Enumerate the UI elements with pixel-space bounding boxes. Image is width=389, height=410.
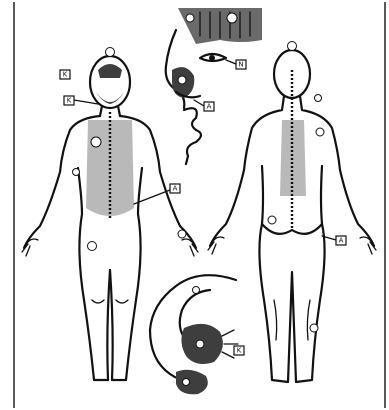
back-buttocks bbox=[262, 224, 322, 234]
back-hip-marker bbox=[268, 216, 276, 224]
front-hand-marker bbox=[178, 230, 186, 238]
nose-box-lower-label: A bbox=[207, 103, 212, 111]
back-calf-marker bbox=[310, 324, 318, 332]
inset-marker-1 bbox=[186, 14, 194, 22]
front-thigh-marker bbox=[88, 242, 97, 251]
back-crown-marker bbox=[288, 42, 297, 51]
nose-lower-leader bbox=[194, 100, 204, 106]
front-figure: K K A bbox=[22, 48, 198, 381]
front-left-hand bbox=[22, 239, 38, 256]
front-crown-marker bbox=[106, 48, 115, 57]
front-face-box-label: K bbox=[63, 71, 68, 79]
front-neck-leader bbox=[74, 100, 98, 104]
ear-box-label: K bbox=[237, 347, 242, 355]
front-knees bbox=[92, 300, 128, 303]
inset-turbinates bbox=[184, 108, 201, 164]
back-left-hand bbox=[208, 237, 224, 254]
back-neck-marker bbox=[315, 95, 322, 102]
back-buttock-box-label: A bbox=[339, 237, 344, 245]
front-right-hand bbox=[182, 239, 198, 256]
nose-leader bbox=[226, 60, 236, 64]
front-arm-marker bbox=[73, 169, 80, 176]
back-right-hand bbox=[360, 237, 376, 254]
front-neck-box-label: K bbox=[67, 97, 72, 105]
front-head bbox=[90, 56, 130, 108]
inset-pupil bbox=[209, 55, 215, 61]
back-calf-lines bbox=[274, 300, 310, 340]
ear-lobe-marker bbox=[183, 379, 190, 386]
nose-inset: N A bbox=[166, 8, 262, 164]
ear-inset: K bbox=[150, 275, 244, 394]
inset-nose-marker bbox=[178, 76, 186, 84]
ear-lobe bbox=[176, 370, 208, 395]
ear-concha-marker bbox=[196, 340, 204, 348]
inset-marker-2 bbox=[227, 13, 237, 23]
front-chest-marker bbox=[91, 137, 101, 147]
back-shoulder-marker bbox=[316, 128, 324, 136]
front-trunk-box-label: A bbox=[173, 185, 178, 193]
ear-helix-marker bbox=[193, 287, 200, 294]
nose-box-label: N bbox=[238, 61, 243, 69]
